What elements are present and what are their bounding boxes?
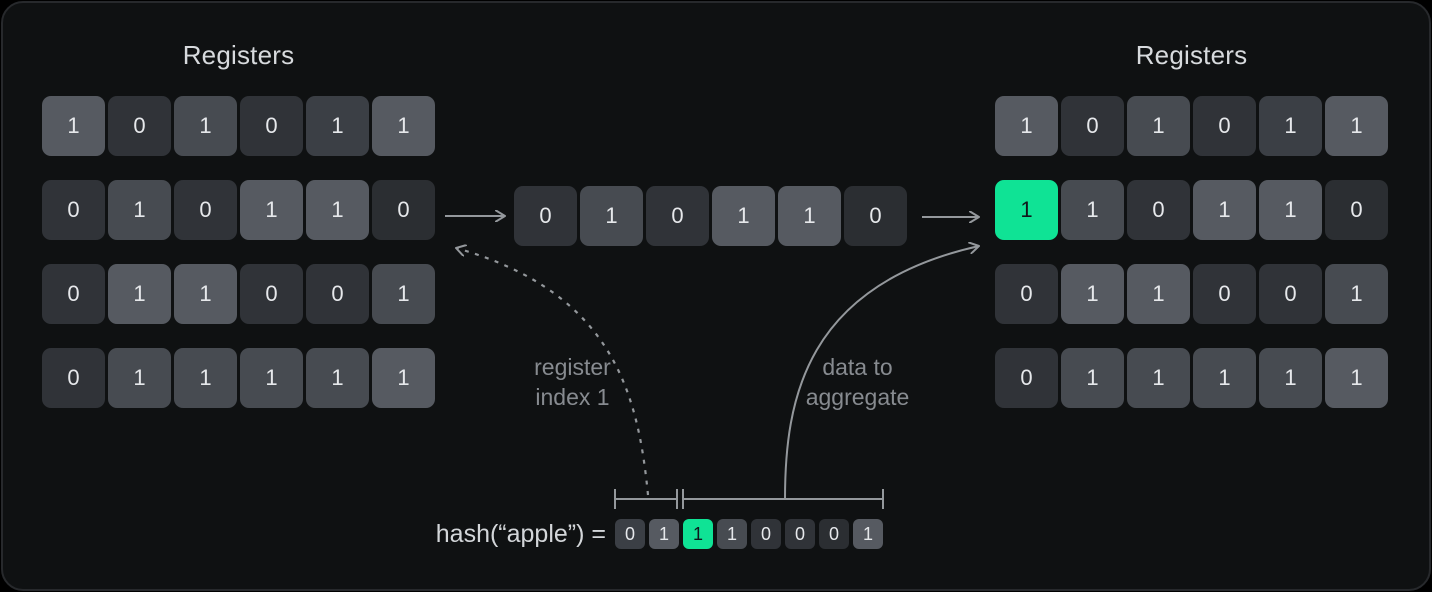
register-cell: 0 bbox=[42, 348, 105, 408]
register-cell: 1 bbox=[108, 348, 171, 408]
register-cell: 0 bbox=[174, 180, 237, 240]
register-index-label-line1: register bbox=[534, 354, 611, 380]
register-cell: 0 bbox=[1193, 96, 1256, 156]
register-cell: 0 bbox=[1193, 264, 1256, 324]
register-cell: 0 bbox=[995, 348, 1058, 408]
data-to-aggregate-label-line2: aggregate bbox=[805, 384, 910, 410]
register-cell: 0 bbox=[240, 264, 303, 324]
register-cell: 1 bbox=[1325, 264, 1388, 324]
register-cell: 1 bbox=[1127, 264, 1190, 324]
register-cell: 1 bbox=[1061, 180, 1124, 240]
register-cell: 1 bbox=[995, 96, 1058, 156]
hash-bit: 0 bbox=[785, 519, 815, 549]
register-cell: 1 bbox=[108, 180, 171, 240]
register-cell: 1 bbox=[1325, 96, 1388, 156]
register-cell: 0 bbox=[1127, 180, 1190, 240]
hash-bit: 0 bbox=[615, 519, 645, 549]
hash-bits-row: 0 1 1 1 0 0 0 1 bbox=[615, 519, 883, 549]
register-cell: 1 bbox=[1259, 348, 1322, 408]
register-cell: 1 bbox=[1127, 96, 1190, 156]
incoming-register-row: 0 1 0 1 1 0 bbox=[514, 186, 907, 246]
register-cell: 1 bbox=[1061, 264, 1124, 324]
registers-title-left: Registers bbox=[182, 40, 295, 70]
data-to-aggregate-label: data to aggregate bbox=[775, 352, 940, 412]
register-cell: 0 bbox=[514, 186, 577, 246]
register-cell: 1 bbox=[174, 348, 237, 408]
updated-register-cell: 1 bbox=[995, 180, 1058, 240]
register-cell: 0 bbox=[108, 96, 171, 156]
register-cell: 0 bbox=[240, 96, 303, 156]
register-cell: 1 bbox=[1193, 348, 1256, 408]
register-cell: 1 bbox=[712, 186, 775, 246]
register-cell: 1 bbox=[372, 348, 435, 408]
register-index-label-line2: index 1 bbox=[535, 384, 610, 410]
hash-bit: 1 bbox=[853, 519, 883, 549]
register-cell: 0 bbox=[306, 264, 369, 324]
register-cell: 1 bbox=[174, 96, 237, 156]
register-cell: 0 bbox=[1325, 180, 1388, 240]
register-cell: 1 bbox=[1259, 180, 1322, 240]
hash-bit: 0 bbox=[819, 519, 849, 549]
registers-title-right: Registers bbox=[1135, 40, 1248, 70]
register-cell: 1 bbox=[108, 264, 171, 324]
register-cell: 1 bbox=[240, 348, 303, 408]
register-cell: 0 bbox=[372, 180, 435, 240]
register-cell: 1 bbox=[306, 348, 369, 408]
register-cell: 1 bbox=[240, 180, 303, 240]
hash-bit: 1 bbox=[649, 519, 679, 549]
register-index-label: register index 1 bbox=[495, 352, 650, 412]
hash-expression-label: hash(“apple”) = bbox=[435, 520, 606, 548]
hash-bit: 1 bbox=[717, 519, 747, 549]
register-cell: 1 bbox=[1127, 348, 1190, 408]
register-cell: 1 bbox=[1325, 348, 1388, 408]
register-cell: 0 bbox=[42, 264, 105, 324]
register-cell: 0 bbox=[995, 264, 1058, 324]
register-cell: 0 bbox=[1061, 96, 1124, 156]
register-cell: 1 bbox=[42, 96, 105, 156]
register-cell: 1 bbox=[1193, 180, 1256, 240]
register-cell: 1 bbox=[306, 180, 369, 240]
register-cell: 1 bbox=[372, 96, 435, 156]
register-cell: 0 bbox=[844, 186, 907, 246]
register-cell: 1 bbox=[1259, 96, 1322, 156]
data-to-aggregate-label-line1: data to bbox=[822, 354, 893, 380]
hash-bit: 1 bbox=[683, 519, 713, 549]
right-register-grid: 1 0 1 0 1 1 1 1 0 1 1 0 0 1 1 0 0 1 0 1 … bbox=[995, 96, 1388, 408]
register-cell: 1 bbox=[306, 96, 369, 156]
left-register-grid: 1 0 1 0 1 1 0 1 0 1 1 0 0 1 1 0 0 1 0 1 … bbox=[42, 96, 435, 408]
register-cell: 1 bbox=[778, 186, 841, 246]
register-cell: 0 bbox=[646, 186, 709, 246]
hash-bit: 0 bbox=[751, 519, 781, 549]
register-cell: 1 bbox=[372, 264, 435, 324]
register-cell: 0 bbox=[42, 180, 105, 240]
register-cell: 1 bbox=[1061, 348, 1124, 408]
register-cell: 1 bbox=[580, 186, 643, 246]
register-cell: 0 bbox=[1259, 264, 1322, 324]
register-cell: 1 bbox=[174, 264, 237, 324]
